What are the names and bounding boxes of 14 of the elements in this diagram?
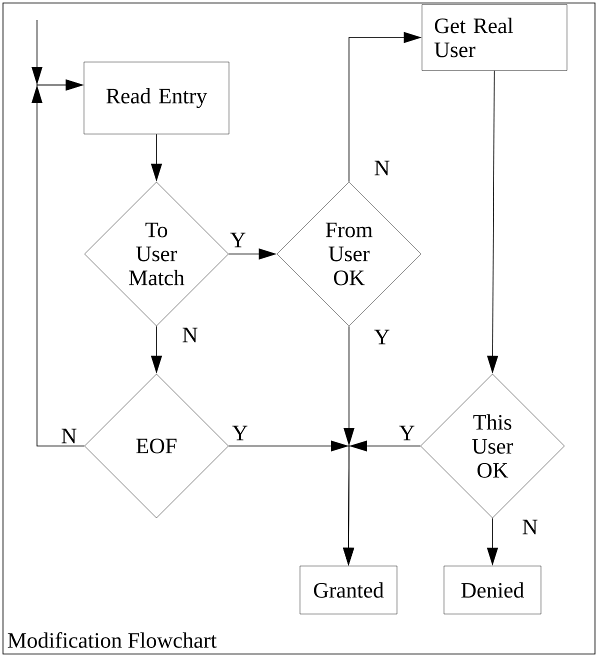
process-box: Granted [300, 566, 398, 614]
edge-label: N [374, 160, 390, 176]
edge-label: Y [374, 330, 390, 344]
process-box: Read Entry [84, 62, 230, 134]
edge-label: Y [232, 426, 248, 440]
edge-label: Y [399, 426, 414, 440]
process-box: Get Real User [422, 4, 568, 71]
caption: Modification Flowchart [8, 632, 217, 648]
edge-label: N [62, 428, 76, 444]
arrow [32, 79, 85, 446]
edge-label: Y [230, 232, 246, 248]
edge-label: N [182, 328, 198, 342]
process-box: Denied [444, 566, 542, 614]
edge-label: N [522, 520, 538, 534]
